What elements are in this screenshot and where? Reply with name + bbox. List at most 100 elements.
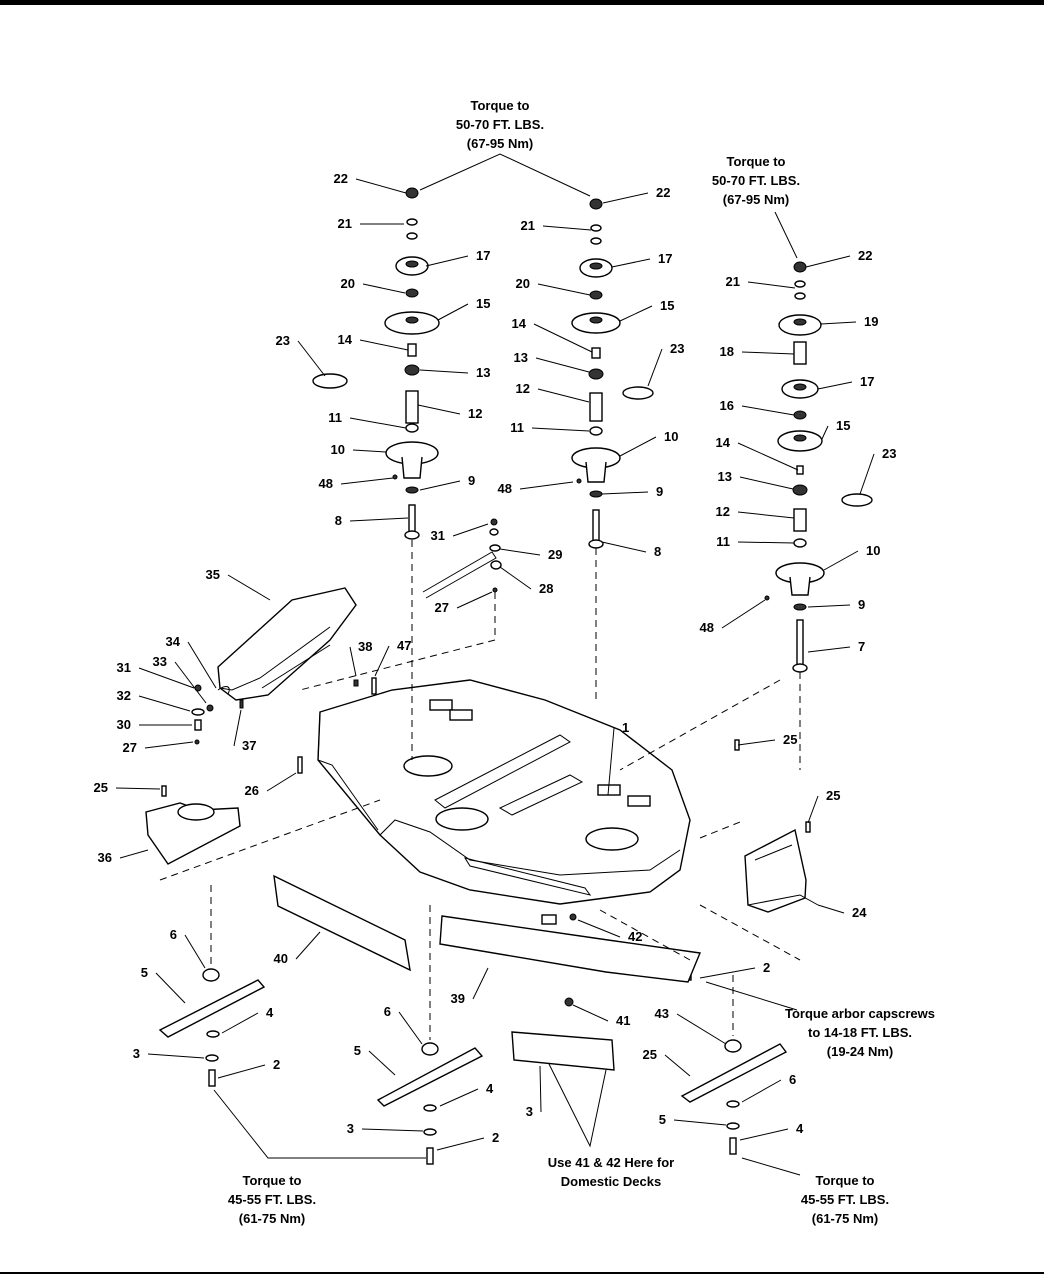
part-2-bolt: [426, 1147, 434, 1165]
callout-leader-25: [737, 739, 776, 746]
part-2-bolt: [208, 1069, 216, 1087]
callout-leader-31: [138, 667, 195, 689]
note-line: to 14-18 FT. LBS.: [808, 1025, 912, 1040]
deck-bracket: [627, 795, 651, 807]
part-26-bolt: [297, 756, 303, 774]
part-23-washer: [841, 493, 873, 507]
part-41-nut: [564, 997, 574, 1007]
callout-leader-17: [425, 255, 469, 267]
callout-10: 10: [331, 442, 345, 457]
part-2-bolt: [729, 1137, 737, 1155]
callout-leader-37: [233, 709, 242, 747]
callout-42: 42: [628, 929, 642, 944]
part-27-end: [194, 739, 200, 745]
belt-cover-assembly: [191, 518, 502, 774]
callout-leader-4: [221, 1012, 259, 1034]
part-14-spacer: [407, 343, 417, 357]
part-6-adapter: [724, 1039, 742, 1053]
callout-leader-5: [155, 972, 186, 1004]
blade-assembly-right: [680, 1039, 788, 1155]
callout-11: 11: [328, 410, 342, 425]
callout-leader-48: [721, 599, 766, 629]
callout-leader-43: [676, 1013, 727, 1045]
callout-leader-13: [419, 369, 469, 374]
callout-leader-3: [147, 1053, 205, 1059]
callout-leader-2: [217, 1064, 266, 1079]
callout-4: 4: [266, 1005, 274, 1020]
callout-30: 30: [117, 717, 131, 732]
part-12-tube: [589, 392, 603, 422]
callout-leader-14: [359, 339, 409, 351]
part-6-adapter: [421, 1042, 439, 1056]
callout-6: 6: [384, 1004, 391, 1019]
part-8-shaft: [408, 504, 416, 534]
callout-leader-5: [673, 1119, 727, 1126]
note-torque-left-pulley: Torque to 50-70 FT. LBS. (67-95 Nm): [456, 98, 544, 151]
callout-24: 24: [852, 905, 867, 920]
side-guards: [145, 739, 819, 981]
callout-leader-9: [601, 491, 649, 495]
callout-37: 37: [242, 738, 256, 753]
callout-leader-40: [295, 931, 321, 960]
callout-5: 5: [354, 1043, 361, 1058]
part-22-nut: [589, 198, 603, 210]
note-torque-blade-right: Torque to 45-55 FT. LBS. (61-75 Nm): [801, 1173, 889, 1226]
callout-leader-16: [741, 405, 795, 416]
callout-31: 31: [431, 528, 445, 543]
note-line: (67-95 Nm): [723, 192, 789, 207]
callout-leader-29: [499, 548, 541, 556]
callout-leader-25: [115, 787, 161, 790]
part-3-washer: [205, 1054, 219, 1062]
note-line: (67-95 Nm): [467, 136, 533, 151]
note-line: Torque to: [727, 154, 786, 169]
callout-21: 21: [521, 218, 535, 233]
mower-deck-housing: [317, 679, 691, 905]
note-domestic-decks: Use 41 & 42 Here for Domestic Decks: [548, 1155, 674, 1189]
callout-13: 13: [514, 350, 528, 365]
callout-leader-12: [417, 404, 461, 415]
callout-2: 2: [763, 960, 770, 975]
part-9-washer: [405, 486, 419, 494]
callout-12: 12: [468, 406, 482, 421]
callout-48: 48: [319, 476, 333, 491]
callout-23: 23: [276, 333, 290, 348]
callout-leader-5: [368, 1050, 396, 1076]
callout-leader-39: [472, 967, 489, 1000]
part-25-bolt: [161, 785, 167, 797]
callout-leader-23: [647, 348, 663, 387]
alignment-lines: [159, 540, 801, 1040]
part-36-guard: [145, 802, 241, 865]
callout-leader-14: [737, 442, 799, 471]
callout-9: 9: [468, 473, 475, 488]
callout-leader-20: [537, 283, 591, 296]
part-18-spacer: [793, 341, 807, 365]
callout-6: 6: [170, 927, 177, 942]
callout-leader-3: [539, 1065, 542, 1113]
callout-32: 32: [117, 688, 131, 703]
callout-leader-21: [542, 225, 592, 231]
part-4-washer: [726, 1100, 740, 1108]
note-line: Torque to: [471, 98, 530, 113]
leader-torque-left: [419, 153, 591, 197]
callout-26: 26: [245, 783, 259, 798]
note-line: Torque to: [243, 1173, 302, 1188]
part-43-baffle: [511, 1031, 615, 1071]
callout-9: 9: [858, 597, 865, 612]
callout-leader-20: [362, 283, 406, 294]
part-47-bolt: [371, 677, 377, 695]
note-line: Domestic Decks: [561, 1174, 661, 1189]
callout-leader-17: [611, 258, 651, 268]
callout-20: 20: [341, 276, 355, 291]
callout-leader-38: [349, 646, 357, 677]
leader-torque-blade-left: [213, 1089, 426, 1159]
callout-47: 47: [397, 638, 411, 653]
part-12-tube: [793, 508, 807, 532]
callout-leader-27: [456, 591, 493, 609]
callout-21: 21: [338, 216, 352, 231]
callout-leader-41: [572, 1004, 609, 1022]
callout-48: 48: [498, 481, 512, 496]
part-37-pin: [239, 699, 244, 709]
callout-2: 2: [492, 1130, 499, 1145]
callout-17: 17: [860, 374, 874, 389]
